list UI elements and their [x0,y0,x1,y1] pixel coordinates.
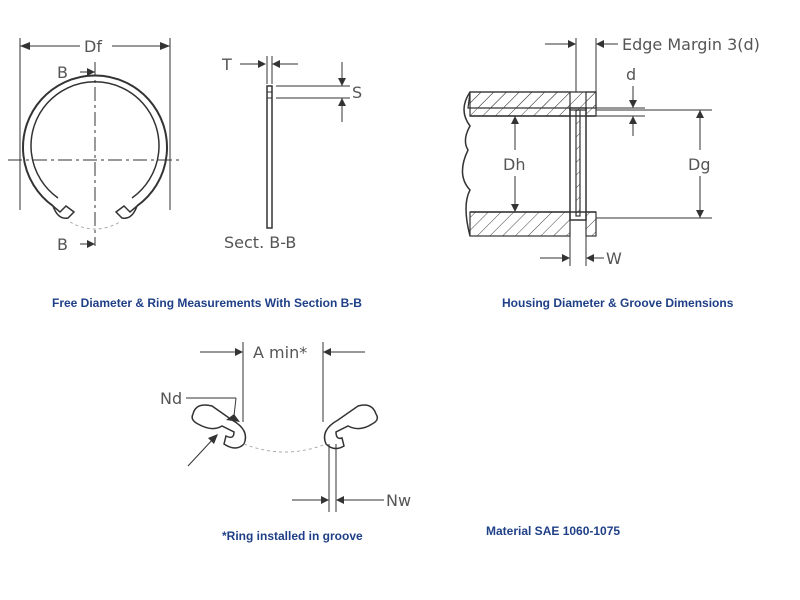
free-ring-figure: Df B B [8,37,182,254]
w-label: W [606,249,622,268]
t-label: T [221,55,232,74]
caption-material: Material SAE 1060-1075 [486,524,620,538]
nd-label: Nd [160,389,182,408]
housing-figure: Edge Margin 3(d) d Dh Dg W [461,35,760,268]
a-min-label: A min* [253,343,307,362]
section-bb-figure: T S Sect. B-B [221,55,362,252]
dg-label: Dg [688,155,710,174]
caption-free-diameter: Free Diameter & Ring Measurements With S… [52,296,362,310]
df-label: Df [84,37,102,56]
nw-label: Nw [386,491,411,510]
caption-housing: Housing Diameter & Groove Dimensions [502,296,734,310]
s-label: S [352,83,362,102]
section-label: Sect. B-B [224,233,296,252]
dh-label: Dh [503,155,525,174]
caption-installed: *Ring installed in groove [222,529,363,543]
d-label: d [626,65,636,84]
b-top-label: B [57,63,68,82]
installed-ring-figure: A min* Nd Nw [160,342,411,512]
edge-margin-label: Edge Margin 3(d) [622,35,760,54]
b-bottom-label: B [57,235,68,254]
